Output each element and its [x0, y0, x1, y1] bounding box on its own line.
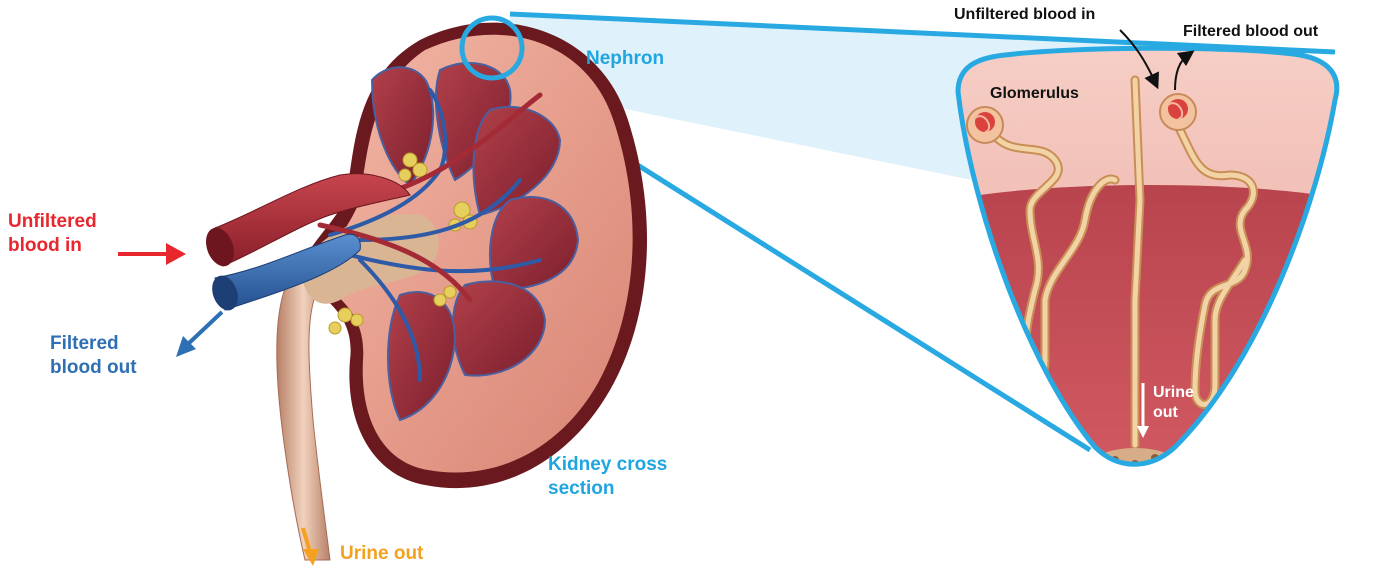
urine-out-right-label: Urine out [1153, 383, 1194, 423]
unfiltered-label-line1: Unfiltered [8, 210, 97, 234]
glomerulus-label: Glomerulus [990, 84, 1079, 104]
filtered-label-line1: Filtered [50, 332, 137, 356]
unfiltered-in-arrow [118, 243, 186, 265]
filtered-blood-out-label: Filtered blood out [50, 332, 137, 380]
filtered-label-line2: blood out [50, 356, 137, 380]
unfiltered-blood-in-right-label: Unfiltered blood in [954, 5, 1095, 25]
unfiltered-blood-in-label: Unfiltered blood in [8, 210, 97, 258]
unfiltered-label-line2: blood in [8, 234, 97, 258]
filtered-blood-out-right-label: Filtered blood out [1183, 22, 1318, 42]
kidney-label-line1: Kidney cross [548, 453, 667, 477]
glomerulus-left [967, 107, 1003, 143]
ureter [277, 270, 330, 560]
urine-out-label: Urine out [340, 542, 423, 566]
urine-right-line2: out [1153, 403, 1194, 423]
nephron-label: Nephron [586, 47, 664, 71]
glomerulus-right [1160, 94, 1196, 130]
filtered-out-arrow [176, 312, 222, 357]
kidney-label-line2: section [548, 477, 667, 501]
urine-right-line1: Urine [1153, 383, 1194, 403]
kidney-cross-section-label: Kidney cross section [548, 453, 667, 501]
